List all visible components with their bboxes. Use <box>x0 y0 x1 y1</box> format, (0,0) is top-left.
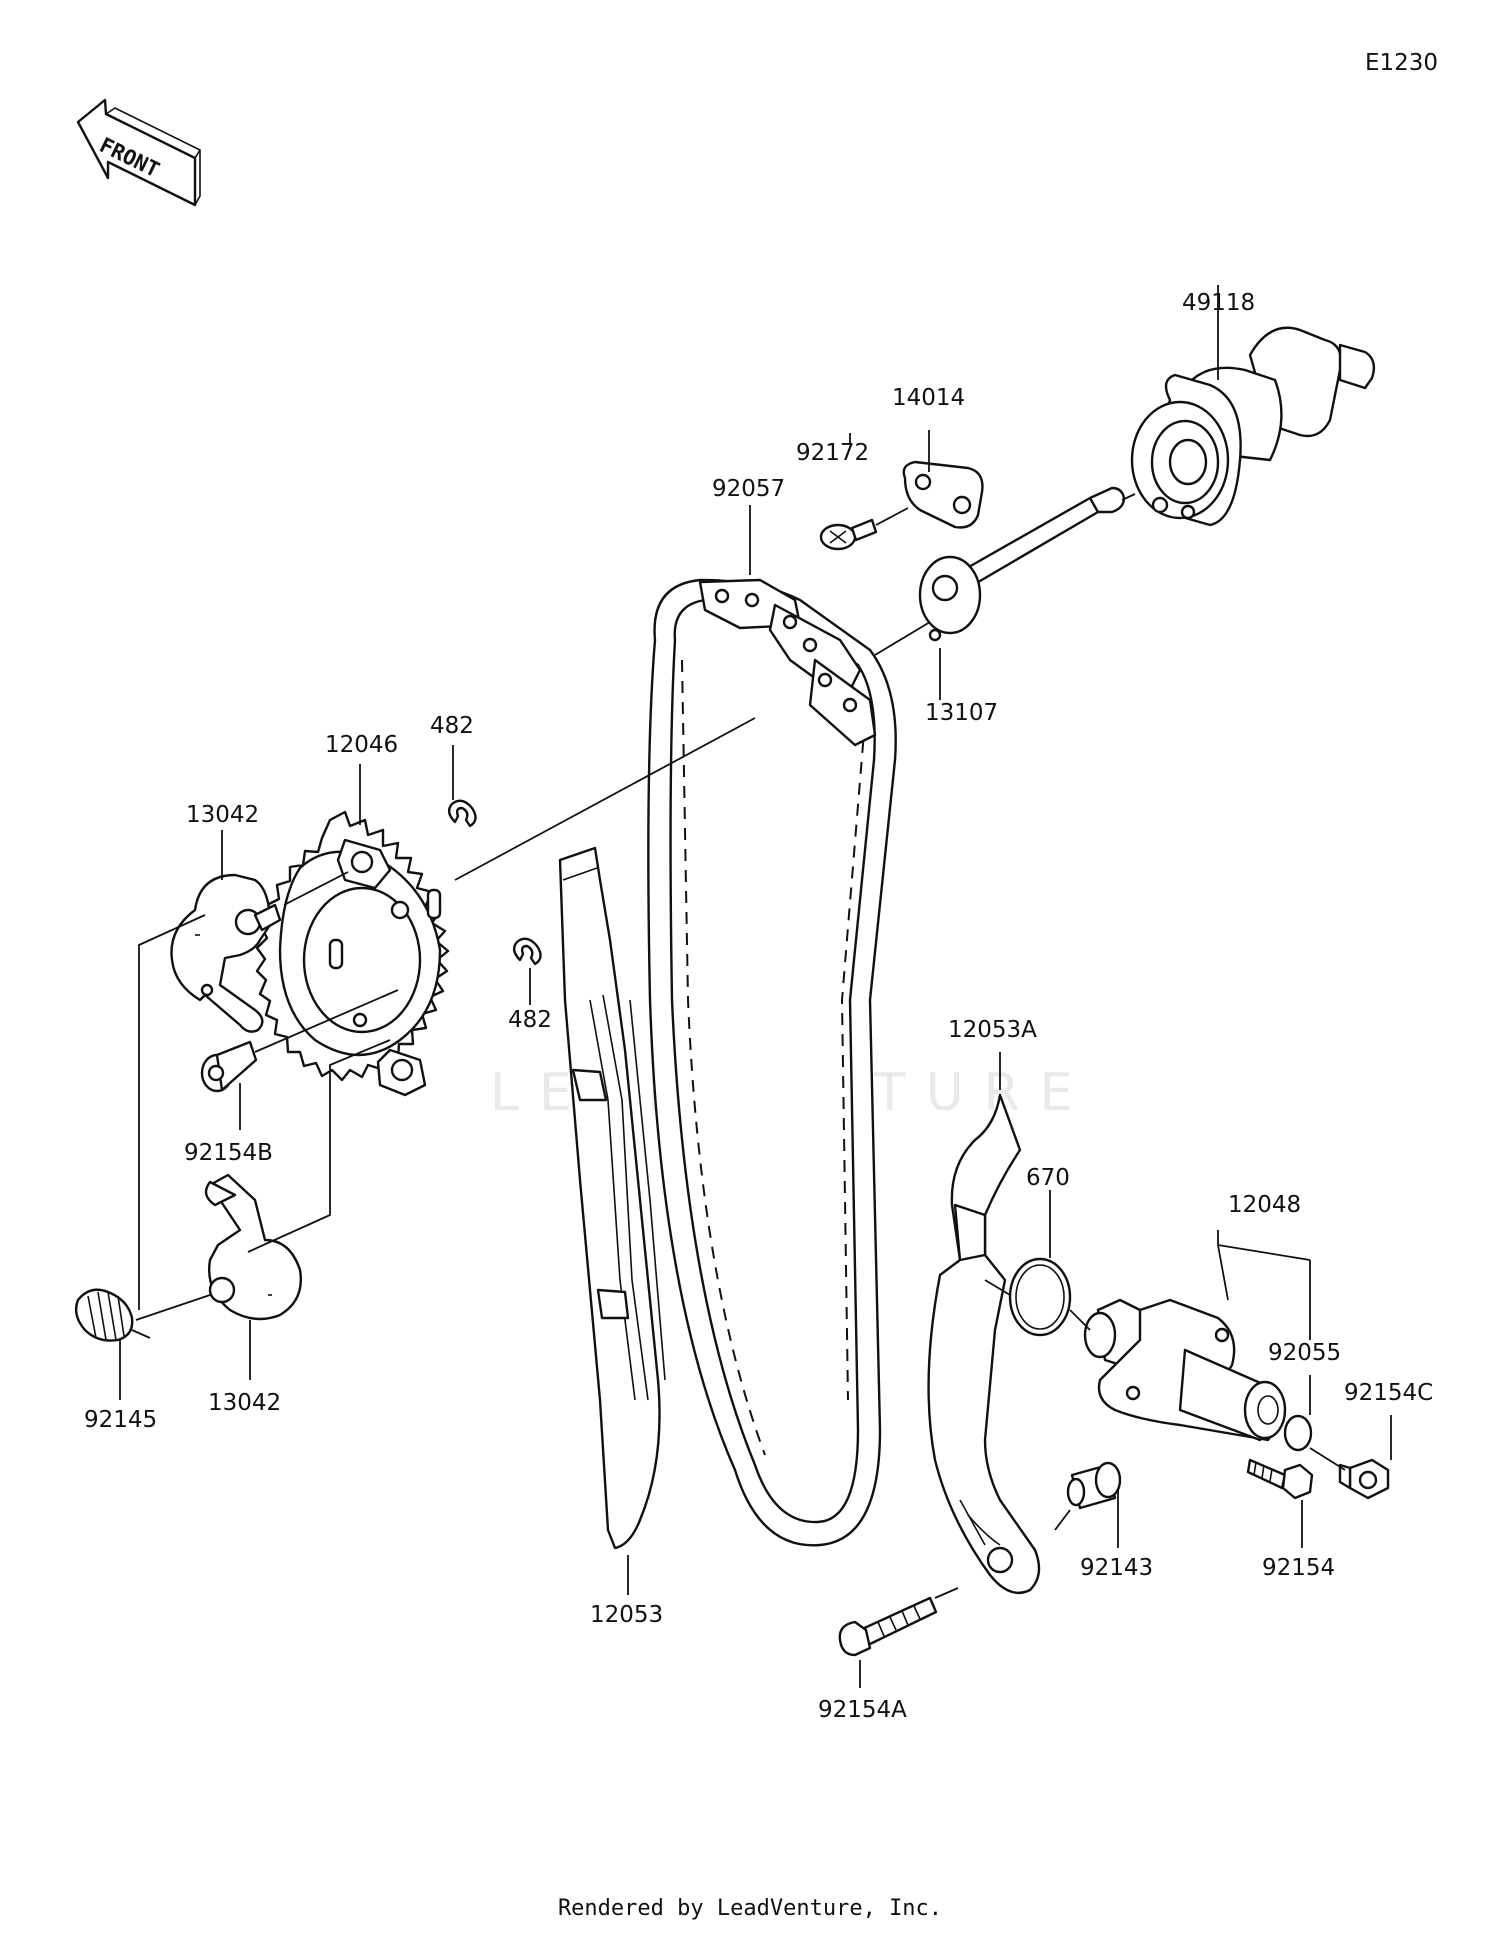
callout-49118: 49118 <box>1182 290 1255 316</box>
callout-92154: 92154 <box>1262 1555 1335 1581</box>
callout-14014: 14014 <box>892 385 965 411</box>
gasket-92055 <box>1283 1414 1313 1452</box>
leader-lines <box>119 285 1392 1688</box>
diagram-code: E1230 <box>1365 50 1438 76</box>
o-ring-670 <box>1008 1257 1072 1337</box>
callout-92154C: 92154C <box>1344 1380 1433 1406</box>
collar-92143 <box>1066 1461 1122 1510</box>
callout-13042-top: 13042 <box>186 802 259 828</box>
bolt-92154C <box>1338 1458 1390 1500</box>
shaft-13107 <box>918 486 1126 642</box>
callout-12053: 12053 <box>590 1602 663 1628</box>
bolt-92154A <box>838 1596 938 1657</box>
footer-credit: Rendered by LeadVenture, Inc. <box>557 1896 943 1921</box>
callout-92145: 92145 <box>84 1407 157 1433</box>
callout-13107: 13107 <box>925 700 998 726</box>
bolt-92154B <box>200 1040 258 1093</box>
screw-92172 <box>819 518 878 551</box>
camshaft-49118 <box>1130 326 1376 527</box>
callout-92154B: 92154B <box>184 1140 273 1166</box>
callout-670: 670 <box>1026 1165 1070 1191</box>
callout-482-top: 482 <box>430 713 474 739</box>
bolt-92154 <box>1246 1458 1314 1500</box>
timing-chain-92057 <box>647 578 897 1547</box>
clip-482-top <box>447 799 477 828</box>
callout-labels: 49118 14014 92172 92057 13107 482 12046 … <box>84 290 1433 1723</box>
callout-92057: 92057 <box>712 476 785 502</box>
callout-13042-bottom: 13042 <box>208 1390 281 1416</box>
callout-92055: 92055 <box>1268 1340 1341 1366</box>
sprocket-12046 <box>255 810 450 1097</box>
spring-92145 <box>74 1288 151 1342</box>
clip-482-bottom <box>512 937 542 966</box>
callout-92143: 92143 <box>1080 1555 1153 1581</box>
callout-92172: 92172 <box>796 440 869 466</box>
callout-12046: 12046 <box>325 732 398 758</box>
front-arrow-icon: FRONT <box>76 98 201 207</box>
chain-guide-12053 <box>558 846 666 1550</box>
callout-92154A: 92154A <box>818 1697 907 1723</box>
weight-13042-bottom <box>204 1173 302 1321</box>
tensioner-guide-12053A <box>927 1093 1041 1595</box>
callout-12053A: 12053A <box>948 1017 1037 1043</box>
weight-13042-top <box>170 873 282 1033</box>
callout-12048: 12048 <box>1228 1192 1301 1218</box>
tensioner-12048 <box>1083 1298 1287 1442</box>
plate-14014 <box>902 460 984 529</box>
callout-482-bottom: 482 <box>508 1007 552 1033</box>
